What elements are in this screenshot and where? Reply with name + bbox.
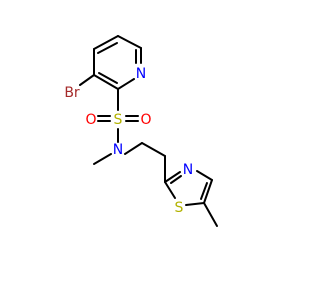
bond-c4-c5-inner [200, 182, 208, 200]
bond-c5-methyl [203, 202, 218, 227]
bond-n3-c4 [196, 170, 213, 181]
amide-nitrogen-label: N [113, 142, 123, 158]
bond-c2-n3-inner [170, 175, 182, 184]
bond-c3-br [79, 74, 95, 86]
bond-c3-c4 [93, 74, 119, 90]
bond-c5-s1 [185, 202, 205, 206]
bond-c4-n [117, 78, 135, 90]
bond-ch2-ch2 [141, 142, 166, 157]
pyridine-nitrogen-label: N [136, 66, 146, 82]
bond-n-ch2 [124, 142, 143, 155]
bond-c1-c2 [93, 35, 119, 50]
bond-c3-c4-inner [98, 72, 118, 84]
bond-lines [79, 35, 218, 227]
bromine-label: Br [64, 85, 80, 101]
bond-c6-c1 [117, 35, 142, 49]
atom-labels: Br N S O O N N S [64, 66, 193, 216]
thiazole-sulfur-label: S [175, 200, 184, 216]
sulfonyl-oxygen-left-label: O [85, 112, 96, 128]
bond-c1-c2-inner [97, 42, 118, 54]
sulfonyl-sulfur-label: S [114, 112, 123, 128]
background [0, 0, 300, 300]
bond-c2-n3 [164, 171, 181, 183]
thiazole-nitrogen-label: N [183, 162, 193, 178]
bond-n-methyl [93, 153, 112, 165]
bond-c4-c5 [203, 179, 213, 204]
bond-s1-c2 [164, 181, 176, 199]
sulfonyl-oxygen-right-label: O [140, 112, 151, 128]
molecule-structure: Br N S O O N N S [0, 0, 300, 300]
